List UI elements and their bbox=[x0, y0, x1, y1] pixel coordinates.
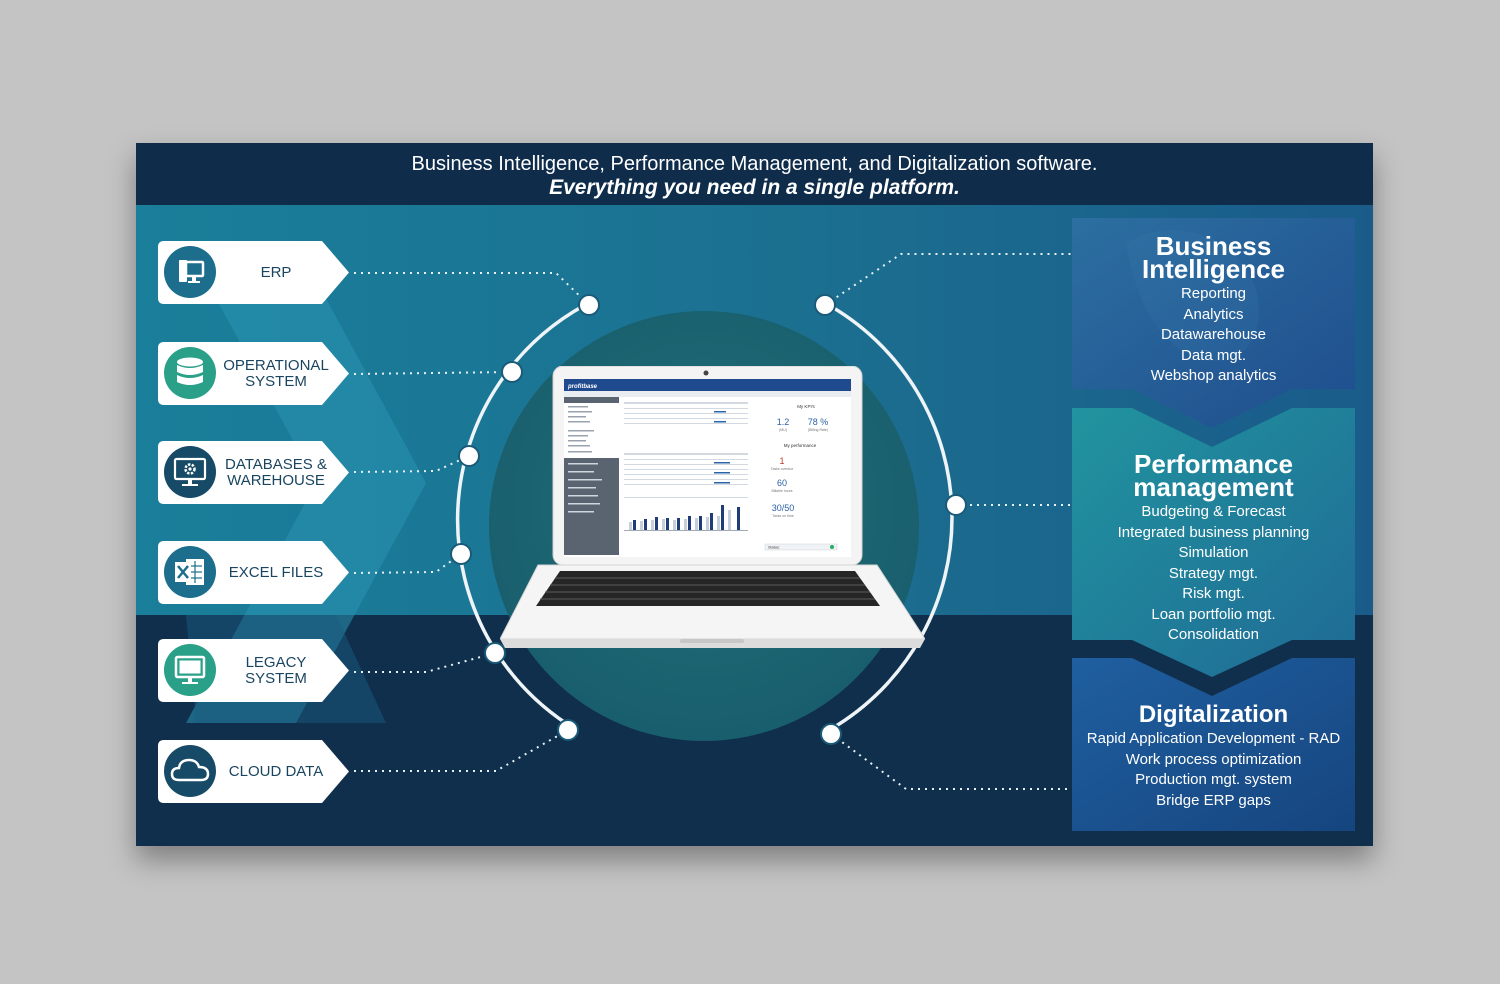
monitor-gear-icon bbox=[164, 446, 216, 498]
header: Business Intelligence, Performance Manag… bbox=[136, 143, 1373, 205]
panel-item: Risk mgt. bbox=[1182, 585, 1245, 602]
source-label: CLOUD DATA bbox=[228, 762, 324, 780]
perf1-value: 1 bbox=[779, 456, 784, 466]
panel-item: Data mgt. bbox=[1180, 346, 1247, 364]
keyboard bbox=[536, 571, 880, 606]
perf2-label: Billable hours bbox=[771, 489, 792, 493]
monitor-tower-icon bbox=[164, 246, 216, 298]
panel-title: Digitalization bbox=[1138, 701, 1289, 728]
source-cloud-data: CLOUD DATA bbox=[158, 740, 349, 803]
source-label: DATABASES & WAREHOUSE bbox=[225, 455, 327, 489]
panel-item: Webshop analytics bbox=[1150, 367, 1277, 384]
source-label: OPERATIONAL SYSTEM bbox=[223, 356, 329, 390]
panel-item: Work process optimization bbox=[1125, 750, 1302, 768]
panel-item: Datawarehouse bbox=[1160, 326, 1267, 343]
panel-digitalization: Digitalization Rapid Application Develop… bbox=[1072, 703, 1355, 811]
screen-bar-chart bbox=[624, 497, 748, 531]
source-label: LEGACY SYSTEM bbox=[245, 653, 307, 687]
panel-title: Business Intelligence bbox=[1141, 231, 1286, 284]
perf3-value: 30/50 bbox=[772, 503, 795, 513]
panel-item: Reporting bbox=[1180, 285, 1247, 302]
source-label: ERP bbox=[260, 263, 292, 281]
kpi1-value: 1.2 bbox=[777, 417, 790, 427]
kpi1-label: (MU) bbox=[779, 428, 787, 432]
panel-item: Analytics bbox=[1183, 305, 1244, 323]
source-erp: ERP bbox=[158, 241, 349, 304]
panel-item: Production mgt. system bbox=[1135, 771, 1292, 788]
panel-item: Integrated business planning bbox=[1117, 523, 1310, 541]
monitor-icon bbox=[164, 644, 216, 696]
perf1-label: Tasks overdue bbox=[771, 467, 794, 471]
panel-performance-management: Performance management Budgeting & Forec… bbox=[1072, 449, 1355, 646]
laptop-illustration: profitbase My KPI's 1.2 (MU) 78 % (Billi… bbox=[500, 366, 925, 648]
cloud-icon bbox=[164, 745, 216, 797]
source-excel-files: EXCEL FILES bbox=[158, 541, 349, 604]
kpi2-label: (Billing Rate) bbox=[808, 428, 828, 432]
panel-item: Strategy mgt. bbox=[1168, 564, 1259, 582]
excel-icon bbox=[164, 546, 216, 598]
database-icon bbox=[164, 347, 216, 399]
panel-title: Performance management bbox=[1133, 449, 1294, 502]
perf-title: My performance bbox=[784, 443, 817, 448]
source-legacy-system: LEGACY SYSTEM bbox=[158, 639, 349, 702]
panel-item: Consolidation bbox=[1168, 626, 1259, 643]
app-logo: profitbase bbox=[567, 384, 598, 390]
status-label: Status: bbox=[768, 546, 780, 550]
infographic-banner: Business Intelligence, Performance Manag… bbox=[136, 143, 1373, 846]
header-tagline: Everything you need in a single platform… bbox=[549, 176, 960, 199]
source-databases-warehouse: DATABASES & WAREHOUSE bbox=[158, 441, 349, 504]
perf2-value: 60 bbox=[777, 478, 787, 488]
kpi2-value: 78 % bbox=[808, 417, 829, 427]
keyboard-keys bbox=[540, 577, 875, 600]
kpi-title: My KPI's bbox=[797, 404, 815, 409]
panel-business-intelligence: Business Intelligence Reporting Analytic… bbox=[1072, 231, 1355, 387]
webcam bbox=[703, 370, 709, 376]
panel-item: Simulation bbox=[1178, 544, 1249, 561]
panel-item: Budgeting & Forecast bbox=[1141, 503, 1286, 520]
header-subtitle: Business Intelligence, Performance Manag… bbox=[411, 153, 1098, 175]
panel-item: Loan portfolio mgt. bbox=[1151, 605, 1276, 623]
source-label: EXCEL FILES bbox=[228, 563, 324, 581]
connector-nodes bbox=[450, 294, 967, 745]
panel-item: Rapid Application Development - RAD bbox=[1086, 730, 1341, 747]
perf3-label: Tasks on time bbox=[772, 514, 793, 518]
panel-item: Bridge ERP gaps bbox=[1156, 791, 1271, 809]
source-operational-system: OPERATIONAL SYSTEM bbox=[158, 342, 349, 405]
